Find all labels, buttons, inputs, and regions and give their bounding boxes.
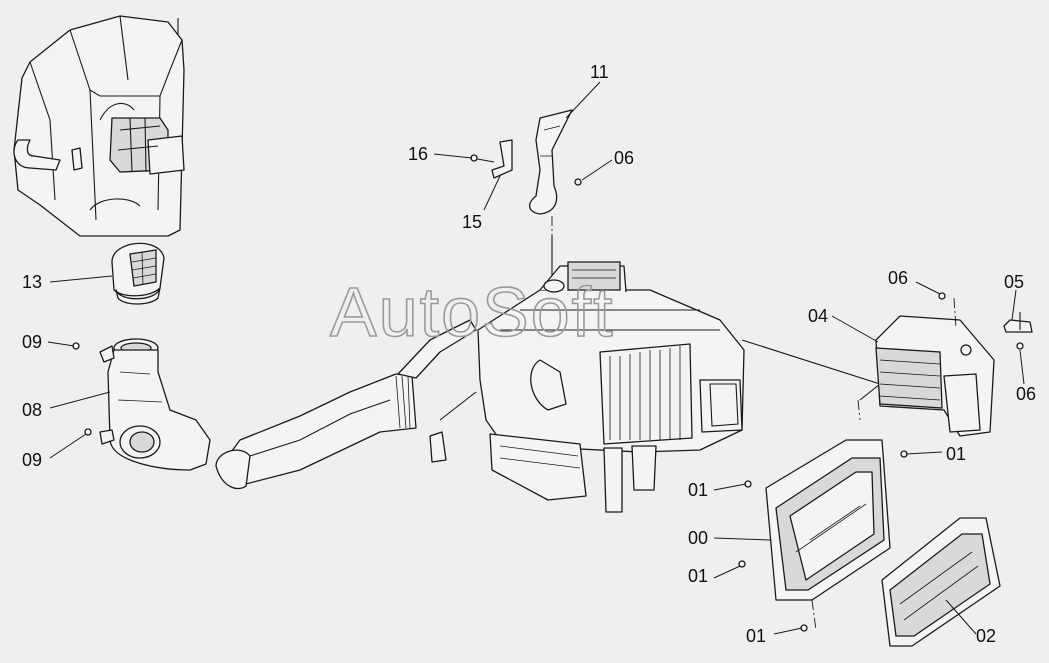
watermark-text: AutoSoft	[330, 273, 615, 351]
callout-04: 04	[808, 306, 828, 326]
callout-02: 02	[976, 626, 996, 646]
callout-06-right-bottom: 06	[1016, 384, 1036, 404]
part-00-frame	[765, 439, 891, 601]
part-04-filter	[875, 315, 995, 437]
hvac-unit	[429, 236, 882, 513]
callout-09-top: 09	[22, 332, 42, 352]
callout-00: 00	[688, 528, 708, 548]
callout-08: 08	[22, 400, 42, 420]
callout-15: 15	[462, 212, 482, 232]
callout-16: 16	[408, 144, 428, 164]
fasteners	[72, 178, 1024, 632]
part-15-bracket	[470, 139, 513, 179]
callout-11: 11	[590, 62, 609, 82]
part-08-elbow-duct	[99, 338, 211, 471]
cab-reference-view	[13, 15, 185, 237]
callout-06-right-top: 06	[888, 268, 908, 288]
callout-01-middle: 01	[688, 566, 708, 586]
callout-01-bottom: 01	[746, 626, 766, 646]
callout-labels: 11 16 06 15 13 09 08 09 06 05 04 06 01 0…	[22, 62, 1036, 646]
leader-lines	[47, 81, 1025, 635]
callout-06-top: 06	[614, 148, 634, 168]
part-02-cover	[881, 517, 1001, 647]
callout-13: 13	[22, 272, 42, 292]
callout-05: 05	[1004, 272, 1024, 292]
part-11-pipe	[529, 109, 573, 215]
callout-01-right: 01	[946, 444, 966, 464]
flex-duct	[215, 319, 477, 490]
callout-09-bottom: 09	[22, 450, 42, 470]
part-13-cap	[111, 242, 165, 305]
assembly-lines	[551, 216, 957, 631]
part-05-clip	[1003, 312, 1033, 333]
callout-01-upper: 01	[688, 480, 708, 500]
